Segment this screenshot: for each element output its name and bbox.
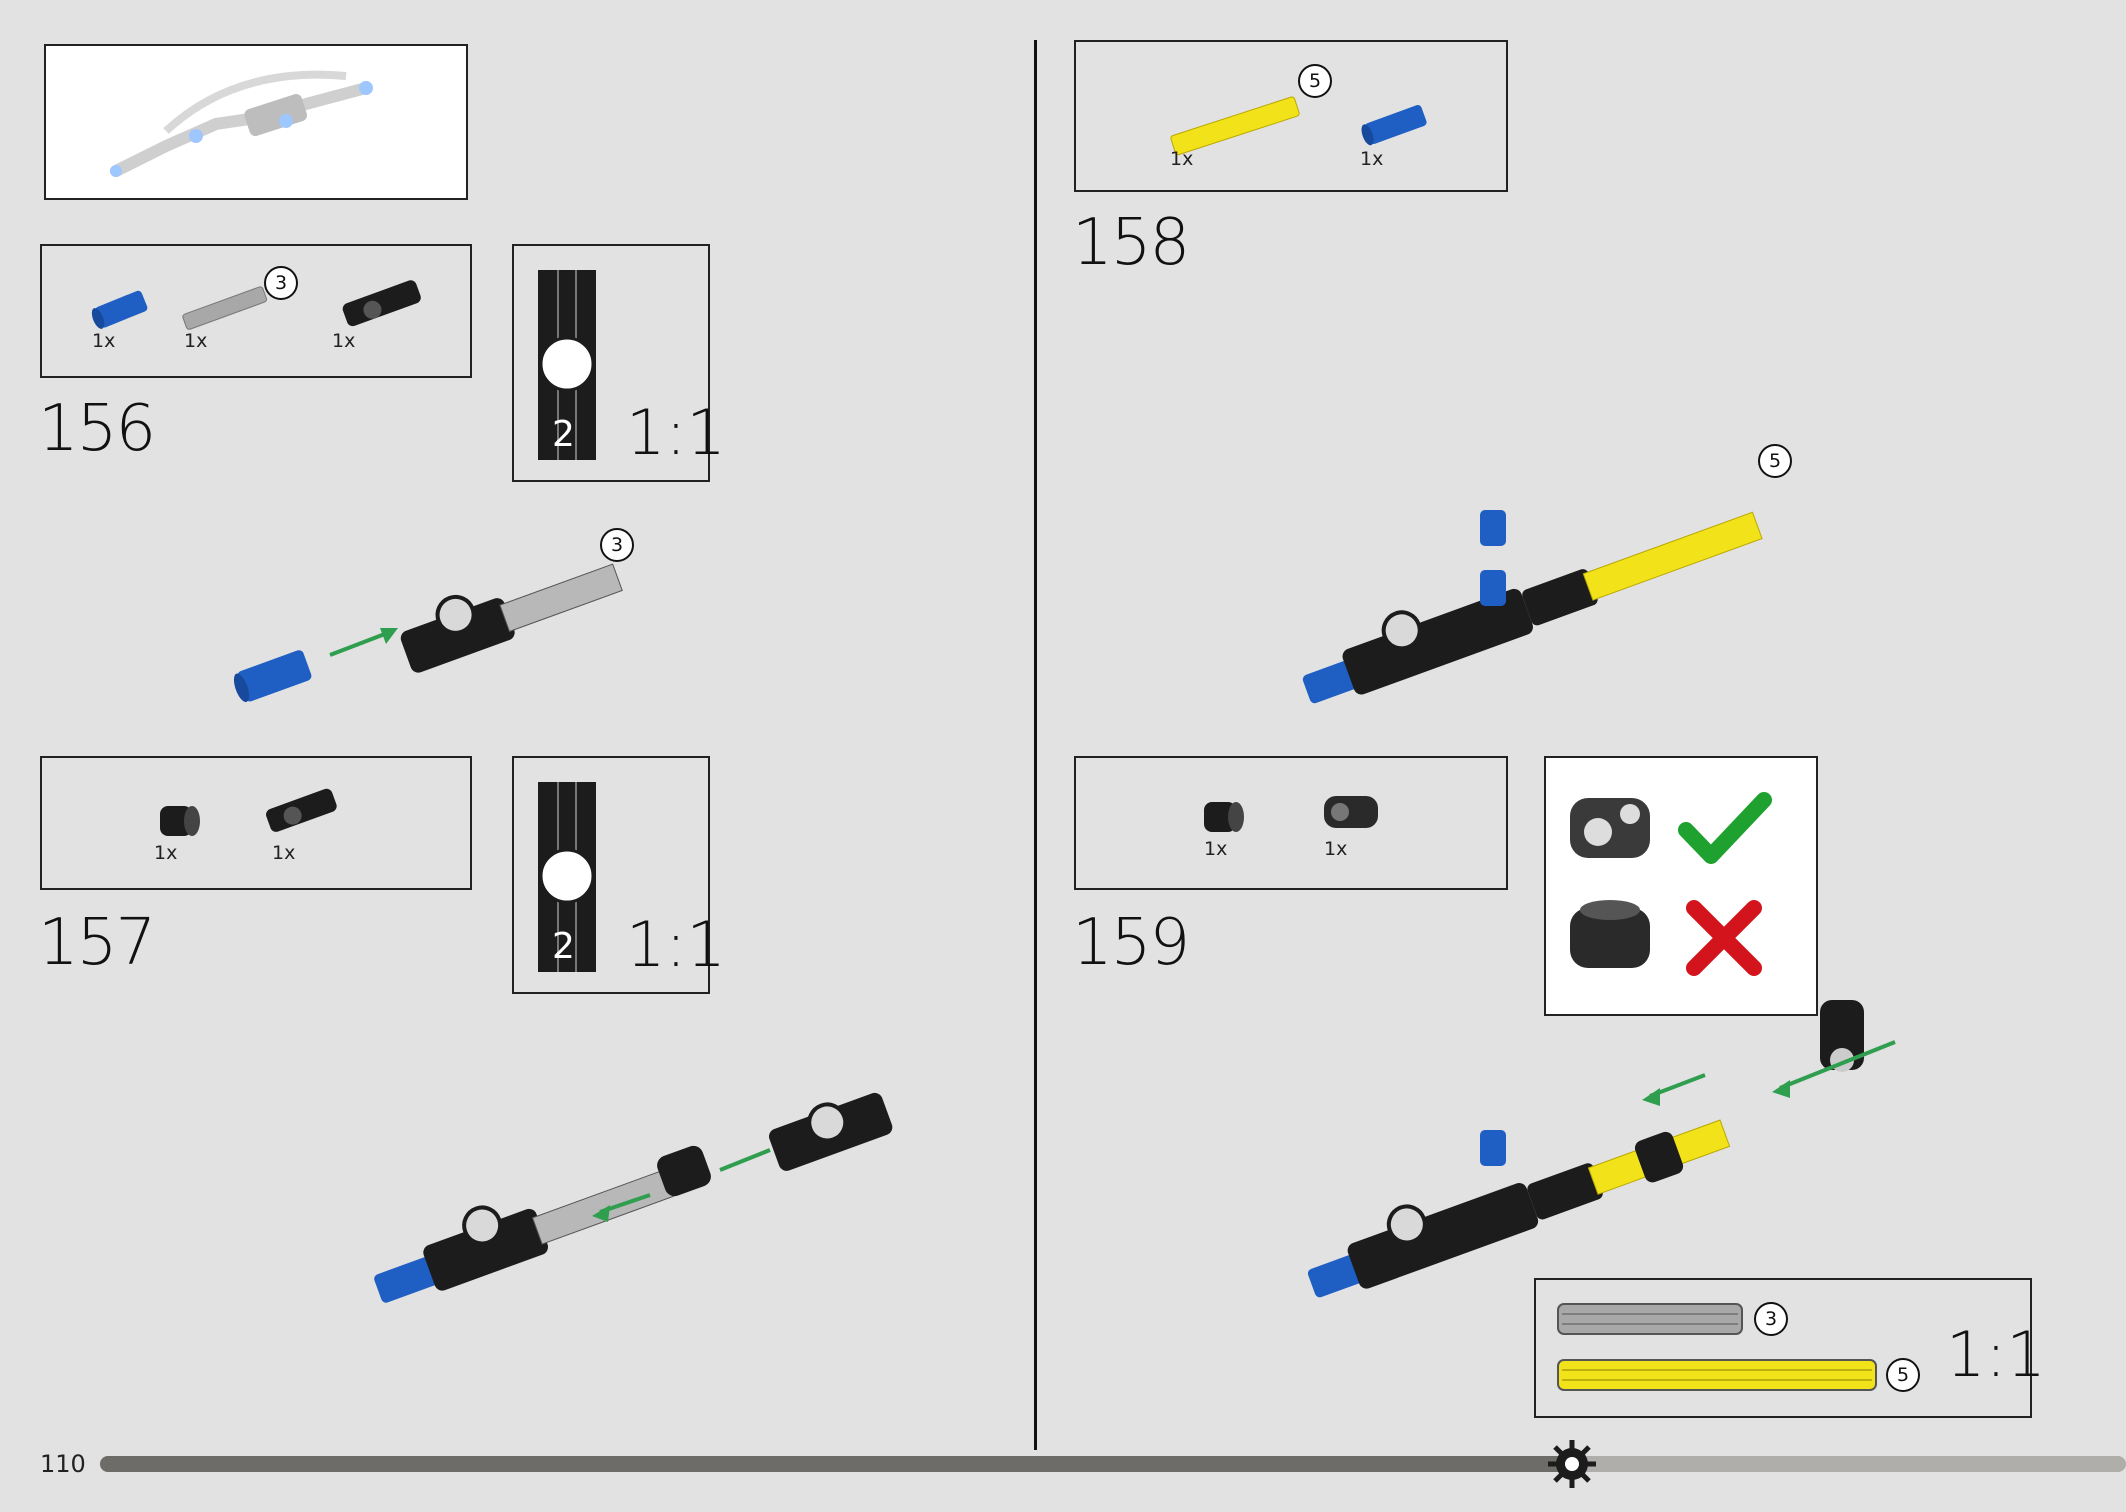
part-qty: 1x [1360, 148, 1384, 170]
blue-pin-part-icon [91, 290, 148, 329]
gray-axle-scale-graphic [1557, 1303, 1743, 1335]
axle-length-badge: 3 [264, 266, 298, 300]
black-bush-part-icon [1204, 802, 1244, 832]
axle-scale-box: 3 5 1:1 [1534, 1278, 2046, 1418]
part-qty: 1x [154, 842, 178, 864]
page-number: 110 [40, 1450, 86, 1478]
yellow-axle-part-icon [1170, 96, 1300, 156]
step-157-assembly-illustration [374, 1092, 893, 1303]
step-157-parts-list: 1x 1x [40, 756, 472, 890]
part-qty: 1x [1204, 838, 1228, 860]
check-icon [1678, 792, 1772, 864]
yellow-axle-scale-graphic [1557, 1359, 1877, 1391]
axle-length-badge: 5 [1758, 444, 1792, 478]
part-qty: 1x [184, 330, 208, 352]
scale-ruler-box: 2 1:1 [512, 244, 726, 482]
correct-part-orientation [1570, 798, 1650, 858]
step-number: 156 [38, 392, 156, 466]
part-qty: 1x [1170, 148, 1194, 170]
blue-pin-part-icon [1361, 105, 1427, 146]
cross-block-part-icon [1324, 796, 1378, 828]
ruler-number: 2 [552, 926, 575, 967]
part-qty: 1x [272, 842, 296, 864]
axle-length-badge: 3 [1754, 1302, 1788, 1336]
step-158-assembly-illustration [1302, 510, 1763, 704]
black-bush-part-icon [160, 806, 200, 836]
part-qty: 1x [92, 330, 116, 352]
part-qty: 1x [1324, 838, 1348, 860]
ruler-number: 2 [552, 414, 575, 455]
scale-label: 1:1 [626, 908, 726, 981]
scale-label: 1:1 [626, 396, 726, 469]
model-overview-thumbnail [44, 44, 468, 200]
step-156-assembly-illustration [233, 563, 623, 703]
step-number: 158 [1072, 206, 1190, 280]
step-159-assembly-illustration [1307, 1000, 1896, 1298]
black-connector-part-icon [266, 788, 337, 832]
step-159-parts-list: 1x 1x [1074, 756, 1508, 890]
ruler-graphic [538, 270, 596, 460]
black-connector-part-icon [342, 280, 421, 327]
part-qty: 1x [332, 330, 356, 352]
gray-axle-part-icon [182, 286, 268, 330]
axle-length-badge: 3 [600, 528, 634, 562]
gear-icon [1548, 1440, 1596, 1488]
cross-icon [1686, 900, 1762, 976]
step-number: 157 [38, 906, 156, 980]
progress-bar [100, 1456, 2126, 1472]
step-158-parts-list: 1x 1x 5 [1074, 40, 1508, 192]
orientation-hint-box [1544, 756, 1818, 1016]
axle-length-badge: 5 [1298, 64, 1332, 98]
scale-ruler-box: 2 1:1 [512, 756, 726, 994]
step-number: 159 [1072, 906, 1190, 980]
step-156-parts-list: 1x 1x 1x 3 [40, 244, 472, 378]
page-divider [1034, 40, 1037, 1450]
ruler-graphic [538, 782, 596, 972]
axle-length-badge: 5 [1886, 1358, 1920, 1392]
scale-label: 1:1 [1946, 1318, 2046, 1391]
incorrect-part-orientation [1570, 900, 1650, 968]
